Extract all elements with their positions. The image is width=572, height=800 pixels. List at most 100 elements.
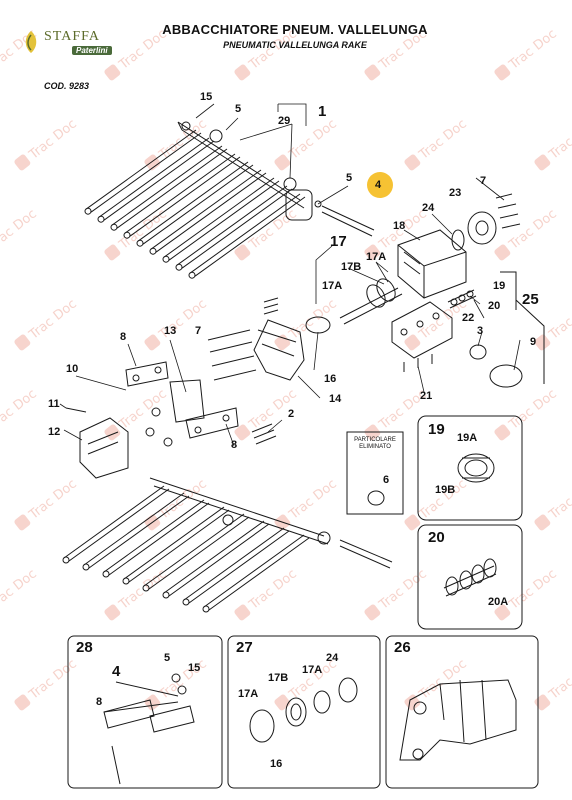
detail-20-title: 20	[428, 529, 445, 546]
callout-20: 20	[488, 300, 501, 312]
brand-logo: STAFFA Paterlini	[16, 27, 120, 59]
detail-20-box	[417, 524, 523, 630]
oring-24	[451, 229, 465, 251]
detail-28-n8: 8	[96, 696, 103, 708]
tine-end	[102, 570, 110, 578]
callout-4: 4	[375, 179, 382, 191]
tine-rod	[137, 161, 254, 245]
detail-27-n17a: 17A	[302, 664, 323, 676]
brand-sub: Paterlini	[72, 46, 112, 55]
callout-18: 18	[393, 220, 406, 232]
tine-rod	[63, 485, 170, 562]
pin-4	[321, 205, 375, 237]
piston-rod	[339, 287, 403, 325]
callout-15: 15	[200, 91, 213, 103]
clip-9	[489, 364, 523, 388]
detail-28-box	[67, 635, 223, 789]
bushing-29a	[209, 129, 223, 143]
detail-28-title: 28	[76, 639, 93, 656]
tine-end	[162, 255, 170, 263]
tine-rod	[150, 169, 267, 253]
tine-rod	[189, 193, 306, 277]
callout-22: 22	[462, 312, 475, 324]
tine-rod	[176, 185, 293, 269]
screws-21	[403, 354, 433, 372]
valve-block-22	[391, 301, 453, 359]
support-14	[253, 319, 305, 381]
tine-rod	[183, 527, 290, 604]
tine-rod	[143, 513, 250, 590]
callout-17a-top: 17A	[366, 251, 387, 263]
tine-end	[97, 215, 105, 223]
callout-3: 3	[477, 325, 484, 337]
detail-27-n17a2: 17A	[238, 688, 259, 700]
detail-19-box	[417, 415, 523, 521]
page-subtitle: PNEUMATIC VALLELUNGA RAKE	[223, 40, 367, 50]
detail-28-n4: 4	[112, 663, 121, 680]
leaf-logo-icon	[25, 31, 37, 53]
tine-rod	[83, 492, 190, 569]
callout-17b: 17B	[341, 261, 362, 273]
tine-rod	[98, 137, 215, 221]
callout-29: 29	[278, 115, 291, 127]
valve-20	[447, 289, 477, 309]
callout-5-pin: 5	[346, 172, 353, 184]
detail-19a: 19A	[457, 432, 478, 444]
tine-rod	[163, 177, 280, 261]
tine-rod	[203, 534, 310, 611]
note-box	[346, 431, 404, 515]
oring-16	[305, 316, 331, 334]
tine-end	[162, 591, 170, 599]
tine-rod	[123, 506, 230, 583]
tine-end	[82, 563, 90, 571]
note-label: PARTICOLARE ELIMINATO	[354, 437, 396, 450]
callout-17a-side: 17A	[322, 280, 343, 292]
upper-frame-bar	[177, 121, 305, 209]
detail-27-n24: 24	[326, 652, 339, 664]
spring-upper	[263, 297, 279, 315]
callout-11: 11	[48, 398, 60, 410]
plug-3	[469, 344, 487, 360]
detail-28-n15: 15	[188, 662, 201, 674]
upper-tines	[84, 129, 306, 279]
arm-8b	[185, 407, 239, 439]
detail-27-title: 27	[236, 639, 253, 656]
tine-end	[188, 271, 196, 279]
tine-end	[202, 605, 210, 613]
tine-end	[123, 231, 131, 239]
page-title: ABBACCHIATORE PNEUM. VALLELUNGA	[162, 22, 428, 37]
lower-tines	[62, 485, 310, 613]
detail-27-box	[227, 635, 381, 789]
tine-end	[122, 577, 130, 585]
tine-end	[175, 263, 183, 271]
detail-20a: 20A	[488, 596, 509, 608]
callout-10: 10	[66, 363, 79, 375]
detail-19b: 19B	[435, 484, 456, 496]
callout-25: 25	[522, 291, 539, 308]
brand-name: STAFFA	[44, 29, 100, 44]
lower-pin	[339, 539, 393, 569]
callout-12: 12	[48, 426, 61, 438]
detail-26-box	[385, 635, 539, 789]
callout-24: 24	[422, 202, 435, 214]
tine-end	[110, 223, 118, 231]
detail-28-n5: 5	[164, 652, 171, 664]
tine-end	[62, 556, 70, 564]
callout-7-top: 7	[480, 175, 487, 187]
end-cap-23	[467, 211, 497, 245]
screw-11	[65, 407, 87, 413]
bracket-13	[169, 379, 205, 423]
tine-end	[142, 584, 150, 592]
detail-19-title: 19	[428, 421, 445, 438]
group-25-bracket	[500, 271, 545, 384]
bushing-29b	[283, 177, 297, 191]
tine-end	[84, 207, 92, 215]
highlight-circle	[367, 172, 393, 198]
ring-6	[367, 490, 385, 506]
callout-14: 14	[329, 393, 342, 405]
seal-17b	[366, 284, 386, 308]
tine-end	[136, 239, 144, 247]
spring-2	[251, 423, 277, 445]
tine-end	[149, 247, 157, 255]
